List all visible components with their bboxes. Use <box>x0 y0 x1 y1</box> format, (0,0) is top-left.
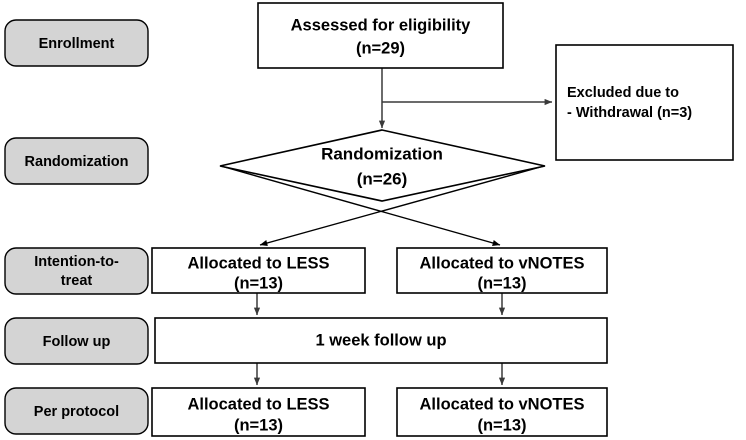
node-itt-allocated-vnotes: Allocated to vNOTES (n=13) <box>396 247 608 294</box>
stage-label-intention-to-treat-text-line1: Intention-to- <box>34 254 119 270</box>
stage-label-follow-up-box <box>4 317 149 365</box>
node-followup-line1: 1 week follow up <box>315 331 446 349</box>
node-pp-allocated-vnotes-line2: (n=13) <box>477 416 526 434</box>
node-itt-allocated-vnotes-line2: (n=13) <box>477 274 526 292</box>
node-itt-allocated-less-line2: (n=13) <box>234 274 283 292</box>
node-pp-allocated-vnotes-box <box>396 387 608 437</box>
connector-randomization-to-less <box>259 165 545 247</box>
node-itt-allocated-less-line1: Allocated to LESS <box>187 254 329 272</box>
node-itt-allocated-less-box <box>151 247 366 294</box>
node-followup-box <box>154 317 608 364</box>
node-randomization-diamond: Randomization (n=26) <box>219 129 546 202</box>
node-excluded-line1: Excluded due to <box>567 85 679 101</box>
node-pp-allocated-less-line1: Allocated to LESS <box>187 395 329 413</box>
stage-label-intention-to-treat-text-line2: treat <box>61 273 93 289</box>
stage-label-randomization: Randomization <box>4 137 149 185</box>
stage-label-randomization-text: Randomization <box>25 154 129 170</box>
stage-label-enrollment-box <box>4 19 149 67</box>
node-pp-allocated-less-line2: (n=13) <box>234 416 283 434</box>
node-itt-allocated-less: Allocated to LESS (n=13) <box>151 247 366 294</box>
node-itt-allocated-vnotes-line1: Allocated to vNOTES <box>419 254 584 272</box>
node-followup: 1 week follow up <box>154 317 608 364</box>
node-pp-allocated-less: Allocated to LESS (n=13) <box>151 387 366 437</box>
node-itt-allocated-vnotes-box <box>396 247 608 294</box>
stage-label-per-protocol-box <box>4 387 149 435</box>
node-pp-allocated-less-box <box>151 387 366 437</box>
stage-label-randomization-box <box>4 137 149 185</box>
node-assessed-for-eligibility: Assessed for eligibility (n=29) <box>257 2 504 69</box>
node-randomization-diamond-shape <box>219 129 546 202</box>
stage-label-enrollment: Enrollment <box>4 19 149 67</box>
node-assessed-for-eligibility-line2: (n=29) <box>356 39 405 57</box>
stage-label-follow-up: Follow up <box>4 317 149 365</box>
node-pp-allocated-vnotes: Allocated to vNOTES (n=13) <box>396 387 608 437</box>
node-assessed-for-eligibility-box <box>257 2 504 69</box>
node-pp-allocated-vnotes-line1: Allocated to vNOTES <box>419 395 584 413</box>
stage-label-per-protocol-text: Per protocol <box>34 404 119 420</box>
node-randomization-diamond-line2: (n=26) <box>357 169 408 188</box>
connector-randomization-to-vnotes <box>220 165 501 246</box>
node-randomization-diamond-line1: Randomization <box>321 144 443 163</box>
stage-label-intention-to-treat: Intention-to- treat <box>4 247 149 295</box>
node-assessed-for-eligibility-line1: Assessed for eligibility <box>291 16 472 34</box>
stage-label-enrollment-text: Enrollment <box>39 36 115 52</box>
stage-label-follow-up-text: Follow up <box>43 334 111 350</box>
stage-label-per-protocol: Per protocol <box>4 387 149 435</box>
node-excluded-line2: - Withdrawal (n=3) <box>567 105 692 121</box>
node-excluded-box <box>555 44 734 161</box>
stage-label-intention-to-treat-box <box>4 247 149 295</box>
node-excluded: Excluded due to - Withdrawal (n=3) <box>555 44 734 161</box>
